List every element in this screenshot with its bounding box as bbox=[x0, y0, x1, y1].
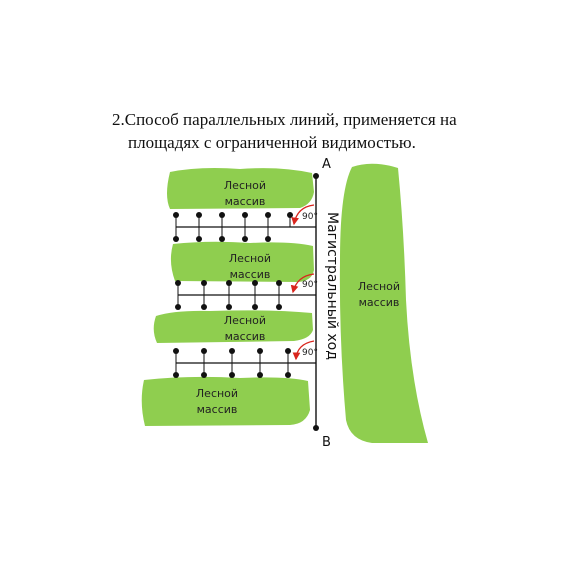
parallel-lines-set-2 bbox=[175, 280, 316, 310]
forest-label-3a: Лесной bbox=[224, 314, 266, 327]
forest-label-2a: Лесной bbox=[229, 252, 271, 265]
route-label: Магистральный ход bbox=[324, 212, 340, 360]
forest-block-4 bbox=[141, 376, 310, 426]
forest-block-2 bbox=[170, 241, 314, 282]
title-line-2: площадях с ограниченной видимостью. bbox=[128, 133, 416, 152]
point-b-marker bbox=[313, 425, 319, 431]
right-angle-arrow-1 bbox=[291, 204, 315, 226]
forest-label-4b: массив bbox=[197, 403, 238, 416]
right-angle-arrow-2 bbox=[290, 273, 315, 294]
forest-label-4a: Лесной bbox=[196, 387, 238, 400]
right-angle-arrow-3 bbox=[292, 340, 315, 361]
forest-label-right-b: массив bbox=[359, 296, 400, 309]
forest-label-1a: Лесной bbox=[224, 179, 266, 192]
forest-label-right-a: Лесной bbox=[358, 280, 400, 293]
forest-label-2b: массив bbox=[230, 268, 271, 281]
parallel-lines-set-1 bbox=[173, 212, 316, 242]
forest-label-1b: массив bbox=[225, 195, 266, 208]
title-line-1: 2.Способ параллельных линий, применяется… bbox=[112, 110, 457, 129]
angle-label-3: 90° bbox=[302, 348, 318, 358]
angle-label-1: 90° bbox=[302, 212, 318, 222]
forest-block-1 bbox=[167, 168, 314, 209]
point-b-label: B bbox=[322, 435, 331, 450]
parallel-lines-set-3 bbox=[173, 348, 316, 378]
angle-label-2: 90° bbox=[302, 280, 318, 290]
point-a-label: A bbox=[322, 157, 331, 172]
forest-block-3 bbox=[153, 310, 313, 343]
forest-label-3b: массив bbox=[225, 330, 266, 343]
point-a-marker bbox=[313, 173, 319, 179]
forest-block-right bbox=[339, 163, 428, 443]
